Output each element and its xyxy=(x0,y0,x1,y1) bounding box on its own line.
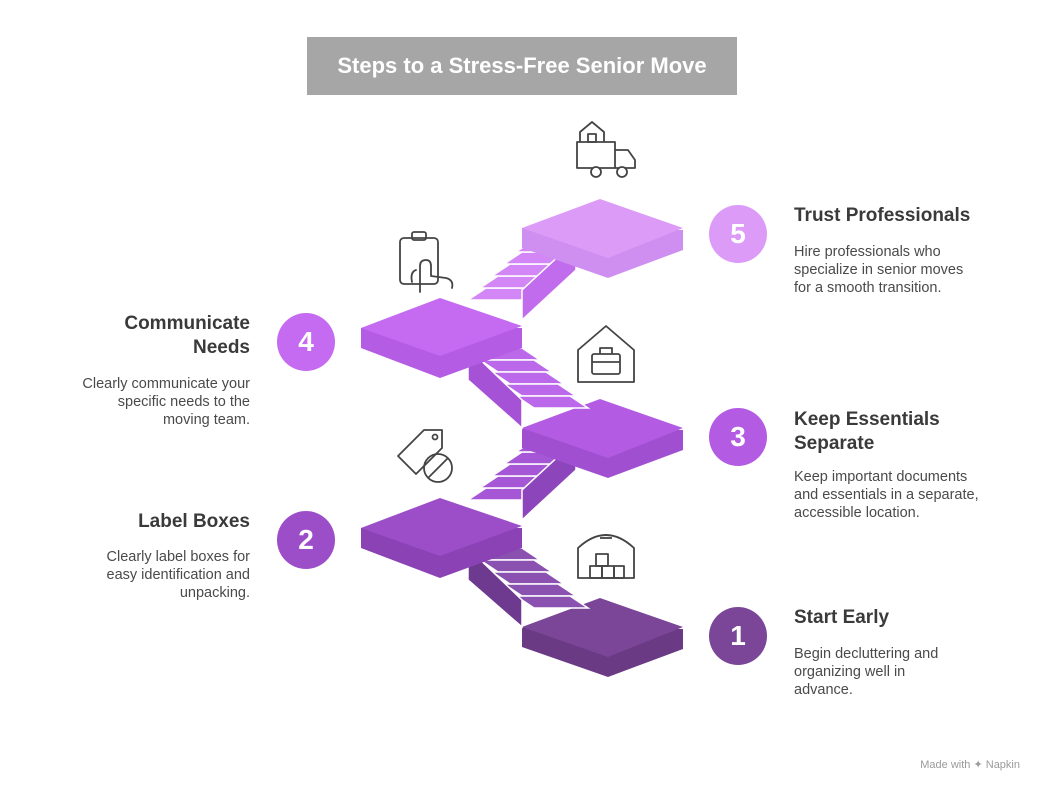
step-1-title: Start Early xyxy=(794,607,890,628)
moving-truck-icon xyxy=(576,121,636,178)
step-3-number: 3 xyxy=(730,421,746,452)
house-briefcase-icon xyxy=(577,325,635,383)
label-tag-icon xyxy=(397,429,453,483)
platform-2 xyxy=(361,498,522,578)
step-1-number: 1 xyxy=(730,620,746,651)
step-3-badge: 3 xyxy=(709,408,767,466)
stair-1-2 xyxy=(465,546,591,629)
clipboard-hand-icon xyxy=(399,231,454,293)
step-3-title: Keep Essentials Separate xyxy=(794,409,940,454)
step-4-title: Communicate Needs xyxy=(124,313,250,358)
step-3-description: Keep important documents and essentials … xyxy=(794,469,979,521)
platform-5 xyxy=(522,199,683,278)
napkin-logo-icon: ✦ xyxy=(973,759,983,771)
stair-3-4 xyxy=(465,346,591,430)
title-banner: Steps to a Stress-Free Senior Move xyxy=(307,37,737,95)
step-5-description: Hire professionals who specialize in sen… xyxy=(794,244,964,296)
warehouse-boxes-icon xyxy=(577,534,635,579)
step-4-badge: 4 xyxy=(277,313,335,371)
step-5-number: 5 xyxy=(730,218,746,249)
step-4-description: Clearly communicate your specific needs … xyxy=(82,376,250,428)
page-title: Steps to a Stress-Free Senior Move xyxy=(337,53,707,78)
step-2-description: Clearly label boxes for easy identificat… xyxy=(106,549,251,601)
made-with-napkin[interactable]: Made with ✦ Napkin xyxy=(920,758,1020,771)
platform-3 xyxy=(522,399,683,478)
step-1-badge: 1 xyxy=(709,607,767,665)
napkin-brand: Napkin xyxy=(985,759,1020,771)
step-2-title: Label Boxes xyxy=(138,511,250,532)
step-4-number: 4 xyxy=(298,326,314,357)
step-2-number: 2 xyxy=(298,524,314,555)
made-with-label: Made with xyxy=(920,759,971,771)
step-1-description: Begin decluttering and organizing well i… xyxy=(794,646,939,698)
step-5-title: Trust Professionals xyxy=(794,205,971,226)
step-5-badge: 5 xyxy=(709,205,767,263)
step-2-badge: 2 xyxy=(277,511,335,569)
platform-1 xyxy=(522,598,683,677)
platform-4 xyxy=(361,298,522,378)
